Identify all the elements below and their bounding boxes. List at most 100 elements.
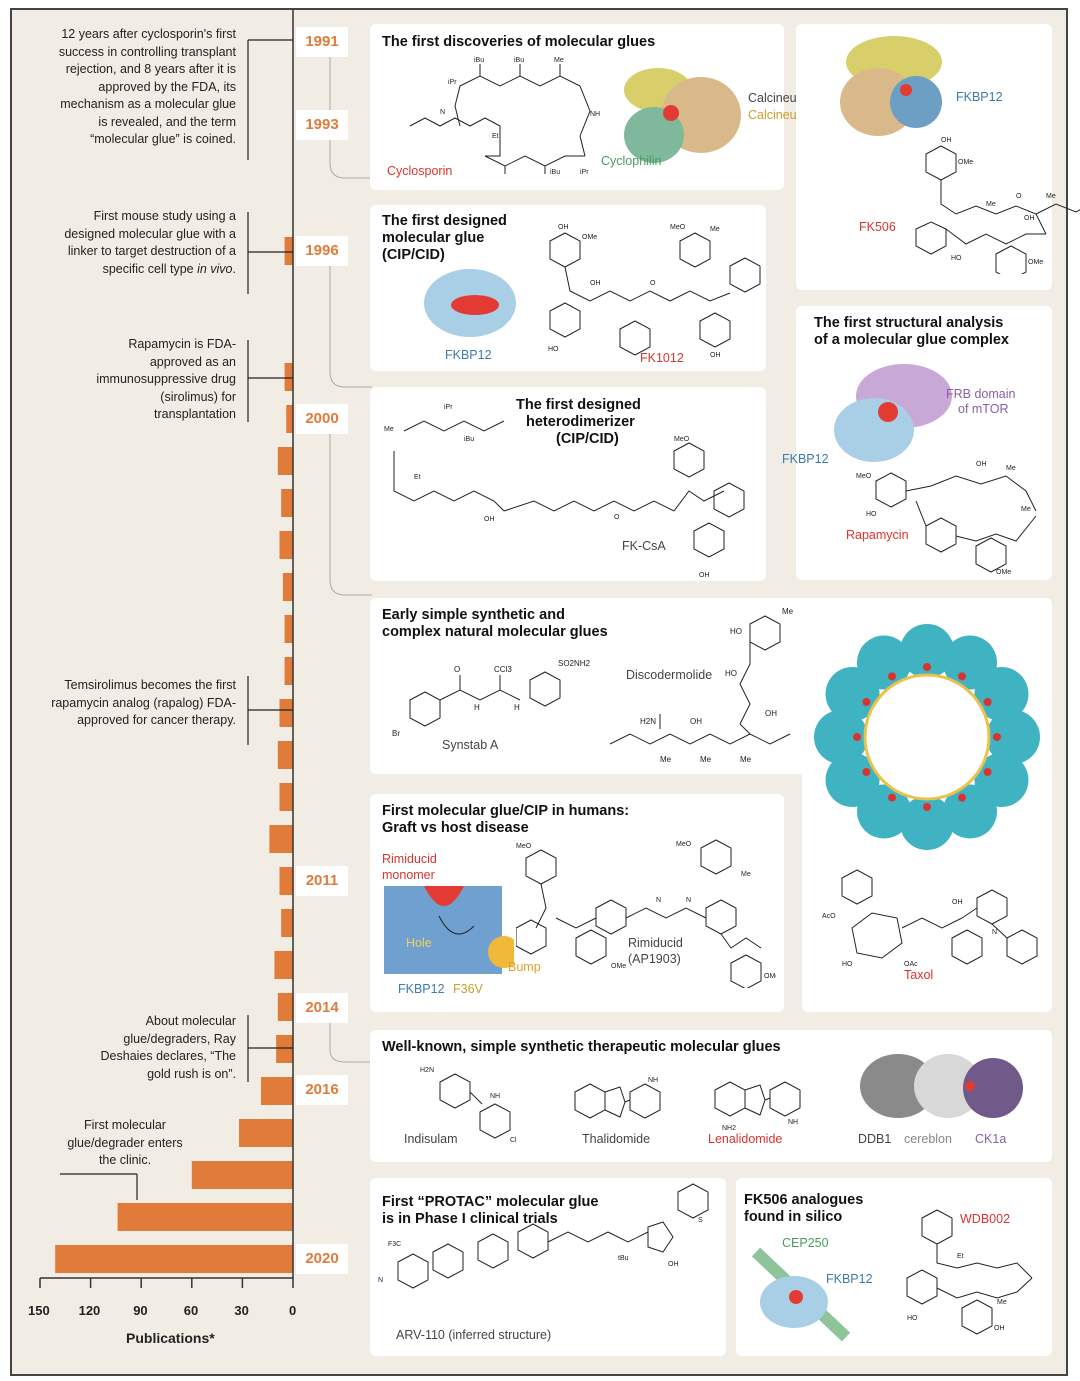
frb-fkbp12-protein (834, 364, 952, 462)
svg-text:F3C: F3C (388, 1241, 401, 1248)
taxol-binding-site (983, 698, 992, 706)
label-indisulam: Indisulam (404, 1132, 458, 1146)
svg-text:OH: OH (765, 709, 777, 718)
svg-text:iBu: iBu (474, 57, 484, 64)
note-bracket-5 (247, 1015, 293, 1082)
fkbp12-protein (424, 269, 516, 337)
label-fk506: FK506 (859, 220, 896, 234)
svg-text:NH: NH (648, 1077, 658, 1084)
svg-text:iBu: iBu (464, 436, 474, 443)
svg-text:Et: Et (492, 133, 499, 140)
year-2011: 2011 (296, 866, 348, 896)
svg-text:OMe: OMe (1028, 259, 1043, 266)
connector-1993 (329, 57, 372, 179)
svg-text:Me: Me (986, 201, 996, 208)
svg-text:O: O (614, 514, 620, 521)
svg-text:OMe: OMe (582, 234, 597, 241)
connector-1996 (329, 266, 372, 388)
note-bracket-6 (60, 1173, 138, 1200)
microtubule-segment (814, 710, 868, 764)
taxol-binding-site (958, 672, 966, 681)
x-tick-label-150: 150 (28, 1303, 50, 1318)
svg-text:S: S (698, 1217, 703, 1224)
svg-text:HO: HO (548, 346, 559, 353)
svg-text:O: O (1016, 193, 1022, 200)
label-frb-line1: FRB domain (946, 387, 1016, 401)
panel-title-line1: First molecular glue/CIP in humans: (382, 803, 630, 819)
svg-text:OH: OH (590, 280, 601, 287)
ddb1-cereblon-ck1a-protein (860, 1054, 1023, 1118)
label-taxol: Taxol (904, 968, 934, 982)
label-bump: Bump (508, 960, 541, 974)
cyclophilin-calcineurin-protein (624, 68, 741, 163)
label-rimiducid-monomer-line1: Rimiducid (382, 852, 437, 866)
label-arv110: ARV-110 (inferred structure) (396, 1328, 552, 1342)
svg-text:Me: Me (384, 426, 394, 433)
thalidomide-structure: NH (574, 1077, 661, 1119)
bar-2007 (279, 699, 293, 727)
panel-protac: First “PROTAC” molecular glue is in Phas… (370, 1178, 726, 1356)
panel-first-designed: The first designed molecular glue (CIP/C… (370, 205, 766, 371)
publication-bars (55, 237, 294, 1273)
taxol-binding-site (923, 803, 931, 811)
panel-title-line3: (CIP/CID) (556, 431, 619, 447)
label-thalidomide: Thalidomide (582, 1132, 651, 1146)
note-bracket-2 (247, 212, 293, 294)
connector-2014 (329, 1023, 372, 1063)
label-cyclosporin: Cyclosporin (387, 164, 453, 178)
microtubule-segment (974, 667, 1029, 721)
svg-text:Et: Et (957, 1253, 964, 1260)
label-ddb1: DDB1 (858, 1132, 892, 1146)
svg-text:HO: HO (842, 961, 853, 968)
svg-text:OMe: OMe (958, 159, 973, 166)
svg-text:MeO: MeO (856, 473, 872, 480)
x-tick-label-60: 60 (183, 1303, 199, 1318)
label-fkbp12: FKBP12 (826, 1272, 873, 1286)
svg-text:iPr: iPr (444, 404, 453, 411)
label-rimiducid: Rimiducid (628, 936, 683, 950)
svg-text:OH: OH (484, 516, 495, 523)
note-bracket-3 (247, 340, 293, 422)
svg-text:OH: OH (994, 1325, 1005, 1332)
label-discodermolide: Discodermolide (626, 668, 713, 682)
bar-2019 (117, 1203, 293, 1231)
panel-title-line1: The first designed (516, 397, 641, 413)
svg-text:iBu: iBu (550, 169, 560, 176)
svg-text:OMe: OMe (764, 973, 776, 980)
svg-text:iPr: iPr (580, 169, 589, 176)
cep250-fkbp12-protein (751, 1247, 851, 1342)
svg-text:N: N (378, 1277, 383, 1284)
panel-first-discoveries: The first discoveries of molecular glues… (370, 24, 822, 190)
taxol-binding-site (983, 768, 992, 776)
svg-text:N: N (440, 109, 445, 116)
note-rapamycin: Rapamycin is FDA-approved as an immunosu… (96, 337, 236, 421)
svg-text:Me: Me (660, 755, 672, 764)
bar-2013 (274, 951, 293, 979)
panel-fk506-analogues: FK506 analogues found in silico CEP250 F… (736, 1178, 1052, 1356)
svg-text:SO2NH2: SO2NH2 (558, 659, 590, 668)
svg-text:iBu: iBu (514, 57, 524, 64)
label-fkbp12: FKBP12 (956, 90, 1003, 104)
svg-text:HO: HO (730, 627, 742, 636)
svg-text:iPr: iPr (448, 79, 457, 86)
microtubule-segment (900, 796, 954, 850)
panel-title-line1: The first structural analysis (814, 315, 1004, 331)
svg-text:HO: HO (725, 669, 737, 678)
panel-well-known: Well-known, simple synthetic therapeutic… (370, 1030, 1052, 1162)
microtubule-segment (900, 624, 954, 678)
svg-text:HO: HO (866, 511, 877, 518)
svg-text:OH: OH (941, 137, 952, 144)
svg-text:MeO: MeO (674, 436, 690, 443)
microtubule-ring (814, 624, 1040, 850)
svg-text:Me: Me (741, 871, 751, 878)
bar-1999 (284, 363, 293, 391)
label-rimiducid-monomer-line2: monomer (382, 868, 435, 882)
